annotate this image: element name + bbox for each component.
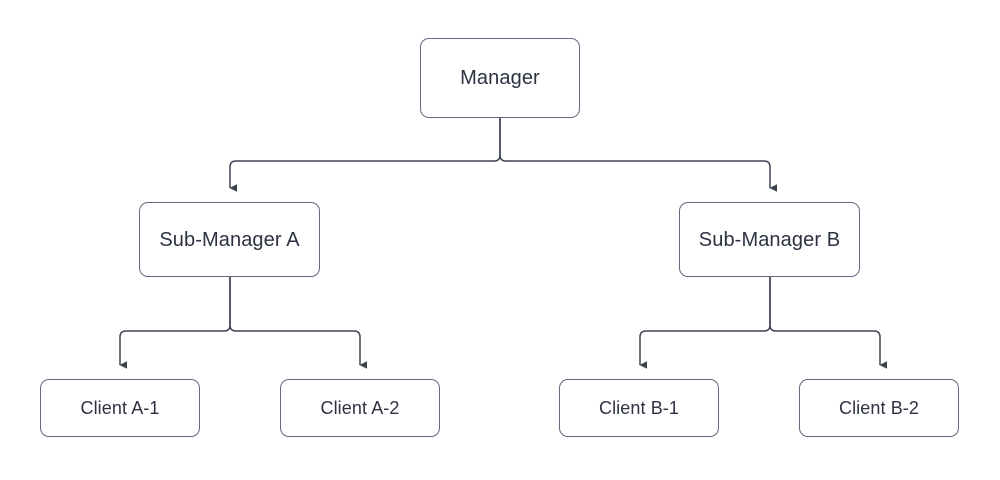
node-manager-label: Manager	[460, 67, 540, 89]
edge-sub-manager-b-to-client-b2	[769, 277, 887, 369]
node-client-b1-label: Client B-1	[598, 398, 680, 418]
node-client-a1[interactable]: Client A-1	[40, 379, 200, 437]
node-client-a2-label: Client A-2	[320, 398, 400, 418]
node-sub-manager-b-label: Sub-Manager B	[698, 228, 841, 251]
node-client-b2-label: Client B-2	[838, 398, 920, 418]
edge-manager-to-sub-manager-a	[229, 118, 501, 192]
node-client-a1-label: Client A-1	[80, 398, 160, 418]
node-client-a2[interactable]: Client A-2	[280, 379, 440, 437]
node-client-b1[interactable]: Client B-1	[559, 379, 719, 437]
edge-sub-manager-a-to-client-a1	[119, 277, 231, 369]
edge-sub-manager-a-to-client-a2	[229, 277, 367, 369]
edge-manager-to-sub-manager-b	[499, 118, 777, 192]
node-manager[interactable]: Manager	[420, 38, 580, 118]
node-sub-manager-a[interactable]: Sub-Manager A	[139, 202, 320, 277]
node-sub-manager-a-label: Sub-Manager A	[159, 228, 300, 251]
node-client-b2[interactable]: Client B-2	[799, 379, 959, 437]
edge-sub-manager-b-to-client-b1	[639, 277, 771, 369]
node-sub-manager-b[interactable]: Sub-Manager B	[679, 202, 860, 277]
